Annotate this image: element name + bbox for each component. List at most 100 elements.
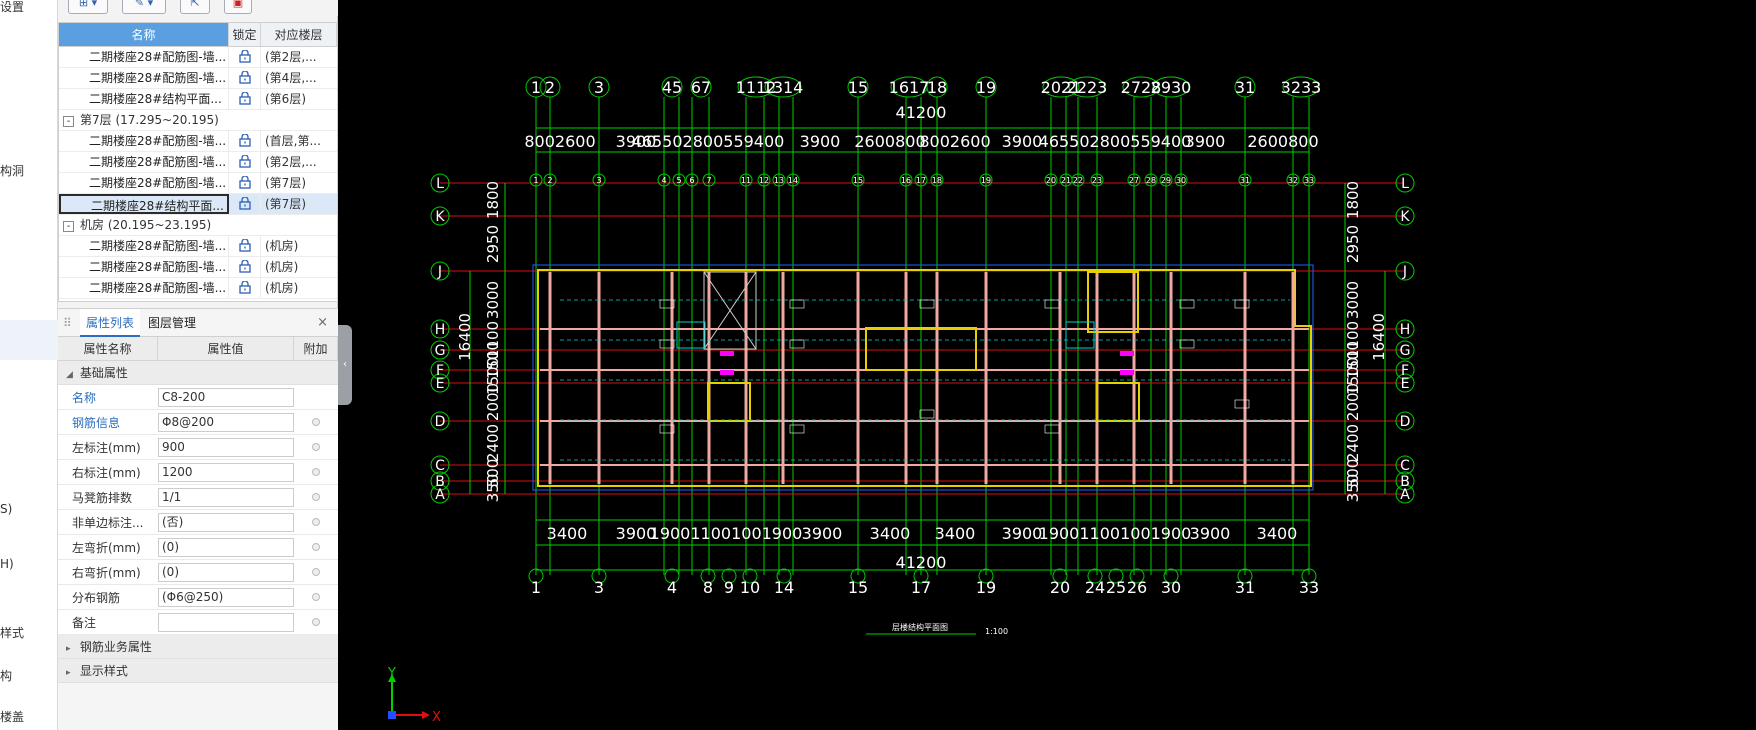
row-axis-bubble bbox=[430, 455, 450, 475]
left-nav-label-3[interactable]: H) bbox=[0, 557, 14, 571]
lock-icon[interactable] bbox=[229, 68, 261, 88]
tab-layer-management[interactable]: 图层管理 bbox=[148, 316, 197, 330]
close-icon[interactable]: × bbox=[317, 315, 328, 330]
lock-icon[interactable] bbox=[229, 47, 261, 67]
panel-collapse-handle[interactable]: ‹ bbox=[338, 325, 352, 405]
property-value-field[interactable]: (Φ6@250) bbox=[158, 587, 294, 607]
property-value-field[interactable]: (0) bbox=[158, 537, 294, 557]
attach-checkbox[interactable] bbox=[312, 518, 320, 526]
lock-icon[interactable] bbox=[229, 194, 261, 214]
col-header-lock[interactable]: 锁定 bbox=[229, 23, 261, 46]
top-dim-text: 3900 bbox=[1185, 132, 1226, 151]
small-axis-label: 15 bbox=[853, 176, 863, 185]
lock-icon[interactable] bbox=[229, 152, 261, 172]
left-nav-label-4[interactable]: 样式 bbox=[0, 626, 25, 640]
layer-row[interactable]: 二期楼座28#结构平面...(第7层) bbox=[59, 194, 337, 215]
add-layer-button[interactable]: ⊞ ▾ bbox=[68, 0, 108, 14]
delete-layer-button[interactable]: ▣ bbox=[224, 0, 252, 14]
property-name: 非单边标注... bbox=[72, 515, 144, 530]
left-nav-label-1[interactable]: 构洞 bbox=[0, 164, 25, 178]
layer-group[interactable]: -机房 (20.195~23.195) bbox=[59, 215, 337, 236]
attach-checkbox[interactable] bbox=[312, 593, 320, 601]
attach-checkbox[interactable] bbox=[312, 493, 320, 501]
layer-row[interactable]: 二期楼座28#结构平面...(第6层) bbox=[59, 89, 337, 110]
property-value-field[interactable] bbox=[158, 612, 294, 632]
col-header-name[interactable]: 名称 bbox=[59, 23, 229, 46]
left-nav-label-0[interactable]: 设置 bbox=[0, 0, 25, 14]
attach-checkbox[interactable] bbox=[312, 468, 320, 476]
layer-row[interactable]: 二期楼座28#配筋图-墙...(机房) bbox=[59, 278, 337, 299]
attach-checkbox[interactable] bbox=[312, 443, 320, 451]
edit-layer-button[interactable]: ✎ ▾ bbox=[122, 0, 166, 14]
lock-icon[interactable] bbox=[229, 89, 261, 109]
lock-icon[interactable] bbox=[229, 173, 261, 193]
section-rebar-properties[interactable]: ▸ 钢筋业务属性 bbox=[58, 635, 338, 659]
left-dim-text: 1800 bbox=[484, 181, 502, 219]
small-axis-bubble bbox=[899, 173, 913, 187]
tab-property-list[interactable]: 属性列表 bbox=[80, 309, 141, 337]
small-axis-bubble bbox=[914, 173, 928, 187]
lock-icon[interactable] bbox=[229, 257, 261, 277]
section-display-style[interactable]: ▸ 显示样式 bbox=[58, 659, 338, 683]
layer-row[interactable]: 二期楼座28#配筋图-墙...(机房) bbox=[59, 236, 337, 257]
left-nav-label-6[interactable]: 楼盖 bbox=[0, 710, 25, 724]
property-value-field[interactable]: (否) bbox=[158, 512, 294, 532]
attach-checkbox[interactable] bbox=[312, 418, 320, 426]
layer-row[interactable]: 二期楼座28#配筋图-墙...(首层,第... bbox=[59, 131, 337, 152]
property-value-field[interactable]: 900 bbox=[158, 437, 294, 457]
property-row: 备注 bbox=[58, 610, 338, 635]
small-axis-bubble bbox=[685, 173, 699, 187]
small-axis-bubble bbox=[1090, 173, 1104, 187]
layer-row[interactable]: 二期楼座28#配筋图-墙...(机房) bbox=[59, 257, 337, 278]
rebar-annotation bbox=[659, 339, 675, 349]
attach-checkbox[interactable] bbox=[312, 568, 320, 576]
col-header-prop-name: 属性名称 bbox=[58, 337, 158, 360]
drag-grip-icon[interactable]: ⠿ bbox=[63, 316, 72, 330]
small-axis-bubble bbox=[1286, 173, 1300, 187]
left-nav-label-5[interactable]: 构 bbox=[0, 669, 13, 683]
bottom-axis-label: 30 bbox=[1161, 578, 1181, 597]
lock-icon[interactable] bbox=[229, 131, 261, 151]
layer-row[interactable]: 二期楼座28#配筋图-墙...(第2层,... bbox=[59, 152, 337, 173]
collapse-toggle-icon[interactable]: - bbox=[63, 116, 74, 127]
property-value-field[interactable]: Φ8@200 bbox=[158, 412, 294, 432]
left-nav-label-2[interactable]: S) bbox=[0, 502, 13, 516]
layer-rows: 二期楼座28#配筋图-墙...(第2层,...二期楼座28#配筋图-墙...(第… bbox=[59, 47, 337, 299]
rebar-annotation bbox=[1234, 299, 1250, 309]
lock-icon[interactable] bbox=[229, 236, 261, 256]
layer-row[interactable]: 二期楼座28#配筋图-墙...(第4层,... bbox=[59, 68, 337, 89]
property-value-field[interactable]: 1200 bbox=[158, 462, 294, 482]
property-table-header: 属性名称 属性值 附加 bbox=[58, 337, 338, 361]
layer-group[interactable]: -第7层 (17.295~20.195) bbox=[59, 110, 337, 131]
bottom-axis-label: 33 bbox=[1299, 578, 1319, 597]
attach-checkbox[interactable] bbox=[312, 618, 320, 626]
layer-name: 二期楼座28#配筋图-墙... bbox=[59, 173, 229, 193]
drawing-scale: 1:100 bbox=[985, 627, 1008, 636]
bottom-axis-bubble bbox=[1163, 568, 1179, 584]
col-header-floor[interactable]: 对应楼层 bbox=[261, 23, 337, 46]
collapse-toggle-icon[interactable]: - bbox=[63, 221, 74, 232]
top-axis-label: 2021 bbox=[1041, 78, 1082, 97]
right-dim-text: 500 bbox=[1344, 459, 1362, 488]
top-axis-label: 2223 bbox=[1067, 78, 1108, 97]
top-axis-label: 2728 bbox=[1121, 78, 1162, 97]
export-layer-button[interactable]: ⇱ bbox=[180, 0, 210, 14]
property-value-field[interactable]: (0) bbox=[158, 562, 294, 582]
property-name: 左弯折(mm) bbox=[72, 540, 141, 555]
layer-row[interactable]: 二期楼座28#配筋图-墙...(第7层) bbox=[59, 173, 337, 194]
property-value-field[interactable]: C8-200 bbox=[158, 387, 294, 407]
top-axis-bubble bbox=[1042, 76, 1080, 98]
layer-row[interactable]: 二期楼座28#配筋图-墙...(第2层,... bbox=[59, 47, 337, 68]
property-value-field[interactable]: 1/1 bbox=[158, 487, 294, 507]
bottom-dim-text: 3900 bbox=[1002, 524, 1043, 543]
delete-icon: ▣ bbox=[232, 0, 244, 9]
section-basic-properties[interactable]: ◢ 基础属性 bbox=[58, 361, 338, 385]
attach-checkbox[interactable] bbox=[312, 543, 320, 551]
small-axis-label: 20 bbox=[1046, 176, 1056, 185]
layer-floor: (机房) bbox=[265, 281, 299, 295]
layer-table-header: 名称 锁定 对应楼层 bbox=[59, 23, 337, 47]
lock-icon[interactable] bbox=[229, 278, 261, 298]
